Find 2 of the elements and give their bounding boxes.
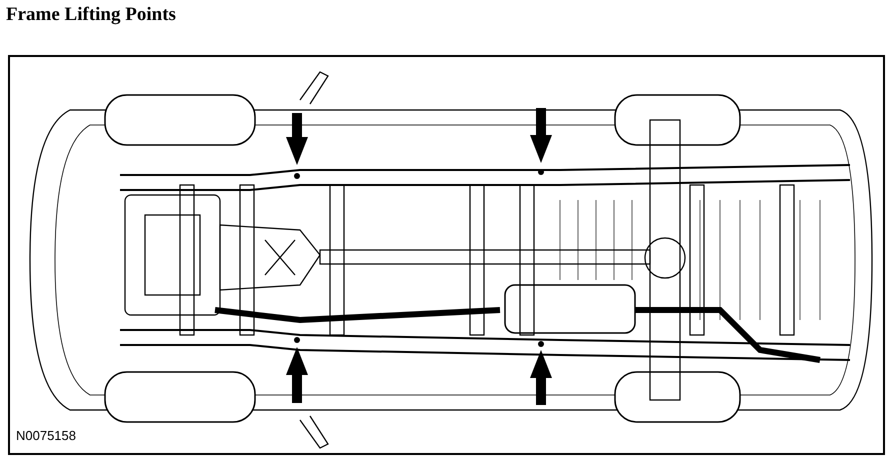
figure-number: N0075158 (16, 428, 76, 443)
diagram-title: Frame Lifting Points (6, 4, 176, 26)
